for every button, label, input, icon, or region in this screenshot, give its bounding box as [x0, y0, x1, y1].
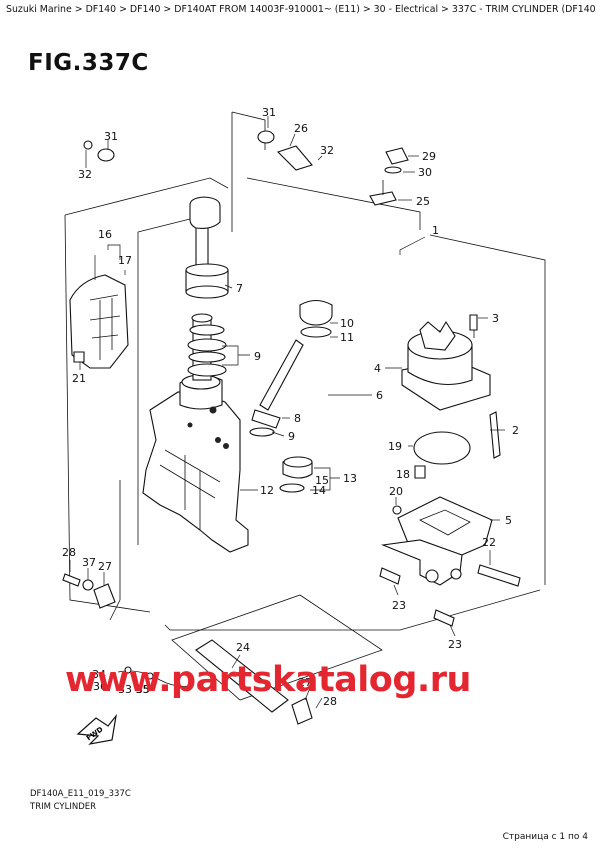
callout-9b: 9	[288, 430, 295, 443]
callout-10: 10	[340, 317, 354, 330]
callout-21: 21	[72, 372, 86, 385]
manual-valve-assembly	[249, 299, 333, 437]
callout-35: 35	[136, 683, 150, 696]
callout-34: 34	[92, 668, 106, 681]
callout-27a: 27	[98, 560, 112, 573]
callout-16: 16	[98, 228, 112, 241]
callout-30: 30	[418, 166, 432, 179]
valve-parts	[279, 456, 313, 493]
screw-3	[469, 314, 478, 331]
callout-18: 18	[396, 468, 410, 481]
linkage-parts	[117, 666, 191, 687]
leader-lines	[69, 116, 505, 709]
callout-numbers: 1 2 3 4 5 6 7 8 9 9 10 11 12 13 14 15 16…	[62, 106, 519, 708]
callout-3: 3	[492, 312, 499, 325]
callout-29: 29	[422, 150, 436, 163]
breadcrumb: Suzuki Marine > DF140 > DF140 > DF140AT …	[6, 4, 596, 15]
callout-14: 14	[312, 484, 326, 497]
callout-36: 36	[93, 680, 107, 693]
callout-33-35: 33 35	[118, 683, 150, 696]
diagram-caption: TRIM CYLINDER	[30, 802, 97, 812]
top-small-parts	[83, 130, 409, 206]
callout-11: 11	[340, 331, 354, 344]
callout-20: 20	[389, 485, 403, 498]
callout-27b: 27	[298, 676, 312, 689]
callout-15: 15	[315, 474, 329, 487]
callout-4: 4	[374, 362, 381, 375]
callout-28a: 28	[62, 546, 76, 559]
callout-8: 8	[294, 412, 301, 425]
watermark: www.partskatalog.ru	[65, 660, 471, 700]
callout-26: 26	[294, 122, 308, 135]
callout-28b: 28	[323, 695, 337, 708]
callout-31b: 31	[104, 130, 118, 143]
callout-19: 19	[388, 440, 402, 453]
bracket-part	[489, 411, 501, 459]
pump-body	[380, 496, 493, 586]
lower-small-parts	[62, 465, 521, 725]
callout-7: 7	[236, 282, 243, 295]
callout-1: 1	[432, 224, 439, 237]
callout-5: 5	[505, 514, 512, 527]
callout-6: 6	[376, 389, 383, 402]
callout-23a: 23	[392, 599, 406, 612]
callout-12: 12	[260, 484, 274, 497]
callout-32b: 32	[78, 168, 92, 181]
callout-17: 17	[118, 254, 132, 267]
assembly-outline	[64, 111, 546, 701]
callout-23b: 23	[448, 638, 462, 651]
trim-motor	[401, 316, 491, 411]
piston-rod-assembly	[185, 263, 229, 377]
callout-9a: 9	[254, 350, 261, 363]
page-indicator: Страница с 1 по 4	[502, 832, 588, 842]
callout-25: 25	[416, 195, 430, 208]
callout-32a: 32	[320, 144, 334, 157]
callout-37: 37	[82, 556, 96, 569]
cover-part	[69, 274, 129, 369]
fwd-arrow: FWD	[76, 713, 117, 745]
callout-31a: 31	[262, 106, 276, 119]
callout-13: 13	[343, 472, 357, 485]
callout-24: 24	[236, 641, 250, 654]
diagram-code: DF140A_E11_019_337C	[30, 789, 131, 799]
figure-title: FIG.337C	[28, 50, 149, 76]
callout-2: 2	[512, 424, 519, 437]
o-ring	[413, 431, 471, 465]
callout-22: 22	[482, 536, 496, 549]
